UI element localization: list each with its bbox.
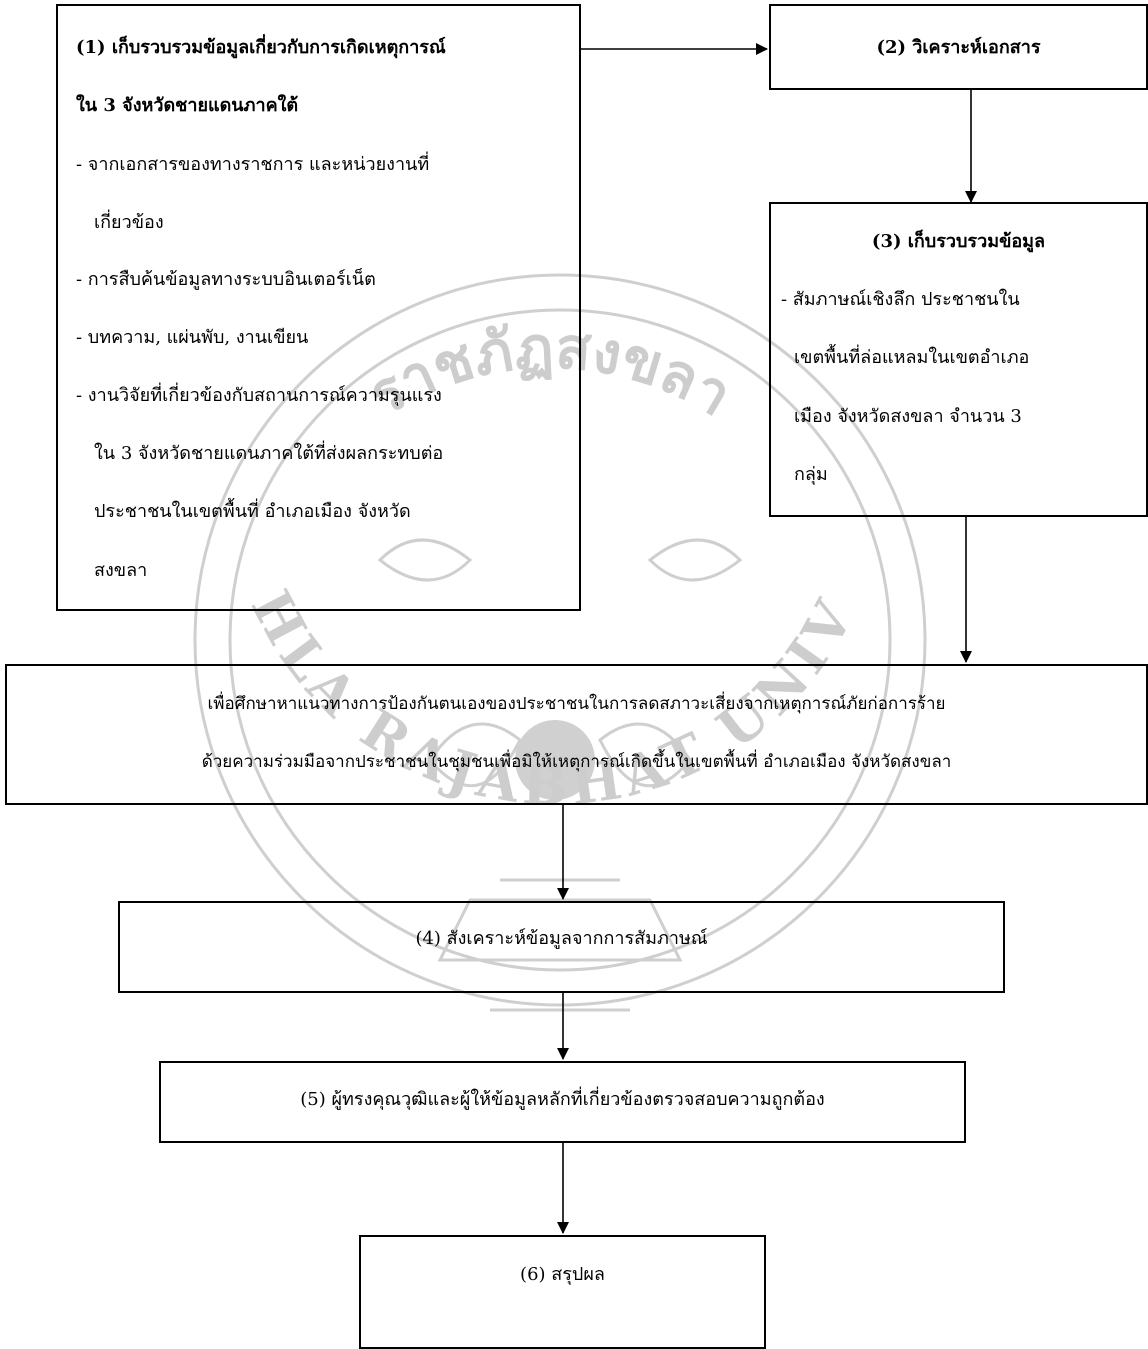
step-1-item-4-line4: สงขลา	[94, 560, 148, 581]
step-5-title: (5) ผู้ทรงคุณวุฒิและผู้ให้ข้อมูลหลักที่เ…	[300, 1089, 825, 1110]
step-4-title: (4) สังเคราะห์ข้อมูลจากการสัมภาษณ์	[415, 928, 708, 949]
purpose-line1: เพื่อศึกษาหาแนวทางการป้องกันตนเองของประช…	[207, 694, 946, 714]
purpose-line2: ด้วยความร่วมมือจากประชาชนในชุมชนเพื่อมิใ…	[201, 752, 952, 772]
step-1-title-line2: ใน 3 จังหวัดชายแดนภาคใต้	[76, 95, 299, 116]
step-6-title: (6) สรุปผล	[520, 1264, 605, 1285]
step-3-title: (3) เก็บรวบรวมข้อมูล	[871, 231, 1046, 252]
step-2-box	[769, 4, 1148, 90]
step-1-item-2: - การสืบค้นข้อมูลทางระบบอินเตอร์เน็ต	[76, 269, 376, 290]
step-1-item-1-line2: เกี่ยวข้อง	[94, 212, 164, 233]
step-1-item-4-line3: ประชาชนในเขตพื้นที่ อำเภอเมือง จังหวัด	[94, 501, 411, 522]
step-1-item-4-line1: - งานวิจัยที่เกี่ยวข้องกับสถานการณ์ความร…	[76, 385, 442, 406]
step-1-item-1-line1: - จากเอกสารของทางราชการ และหน่วยงานที่	[76, 154, 430, 175]
step-1-box	[56, 4, 581, 611]
purpose-box	[5, 664, 1148, 805]
step-3-line1: - สัมภาษณ์เชิงลึก ประชาชนใน	[781, 289, 1020, 310]
step-3-line4: กลุ่ม	[794, 464, 828, 485]
step-5-box	[159, 1061, 966, 1143]
step-2-title: (2) วิเคราะห์เอกสาร	[876, 37, 1041, 58]
step-3-line3: เมือง จังหวัดสงขลา จำนวน 3	[794, 406, 1022, 427]
step-1-item-4-line2: ใน 3 จังหวัดชายแดนภาคใต้ที่ส่งผลกระทบต่อ	[94, 443, 444, 464]
step-3-line2: เขตพื้นที่ล่อแหลมในเขตอำเภอ	[794, 347, 1030, 368]
step-6-box	[359, 1235, 766, 1349]
step-1-item-3: - บทความ, แผ่นพับ, งานเขียน	[76, 327, 309, 348]
step-3-box	[769, 202, 1148, 517]
step-4-box	[118, 901, 1005, 993]
step-1-title-line1: (1) เก็บรวบรวมข้อมูลเกี่ยวกับการเกิดเหตุ…	[76, 37, 446, 58]
